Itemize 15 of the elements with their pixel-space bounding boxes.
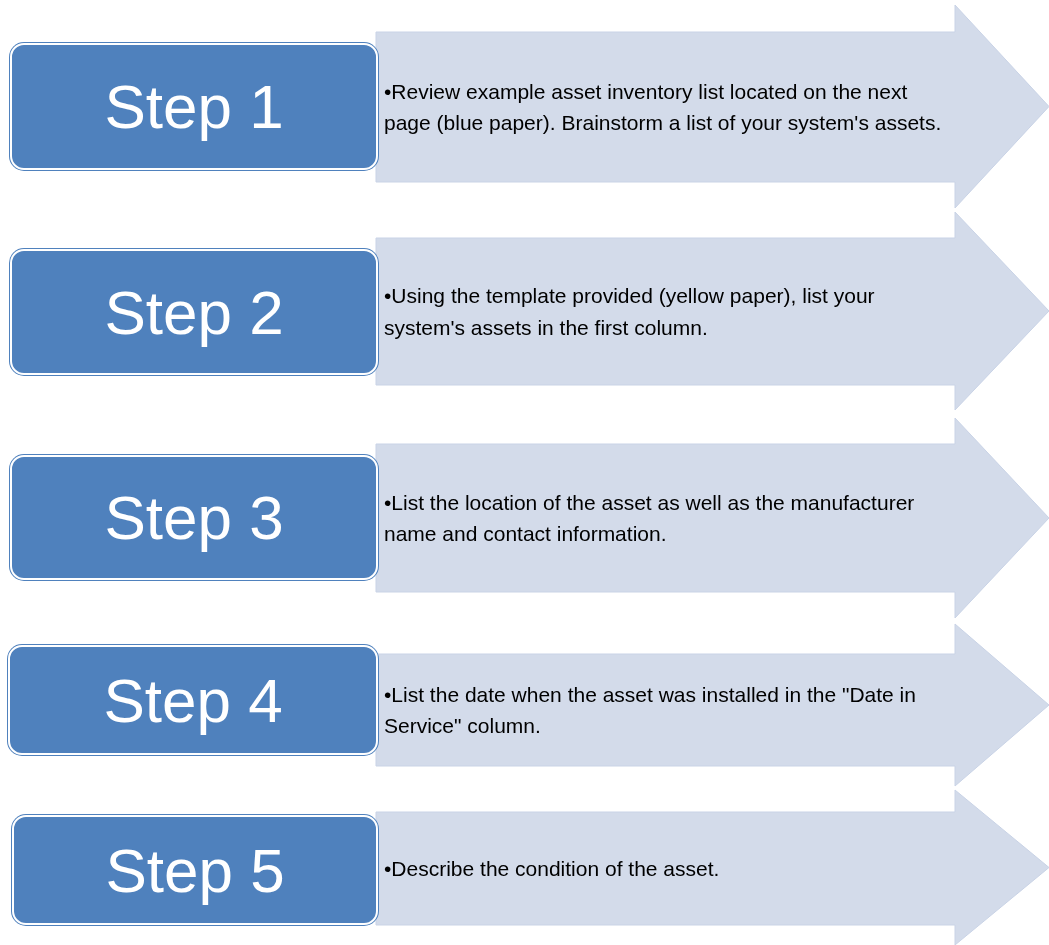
- step-box: [10, 43, 378, 170]
- step-description: •Describe the condition of the asset.: [384, 855, 720, 882]
- step-box: [10, 455, 378, 580]
- step-label: Step 1: [104, 71, 284, 142]
- step-label: Step 5: [105, 834, 285, 906]
- step-box: [10, 249, 378, 375]
- step-box: [8, 645, 378, 755]
- step-description: •List the location of the asset as well as the manufacturer name and contact information.: [384, 489, 916, 547]
- step-label: Step 4: [103, 664, 283, 736]
- step-box: [12, 815, 378, 925]
- step-label: Step 2: [104, 276, 284, 348]
- step-description: •List the date when the asset was installed in the "Date in Service" column.: [384, 681, 917, 739]
- step-label: Step 3: [104, 482, 284, 553]
- step-description: •Review example asset inventory list located on the next page (blue paper). Brainstorm a list of your system's assets.: [384, 78, 943, 136]
- step-description: •Using the template provided (yellow paper), list your system's assets in the first column.: [384, 283, 876, 341]
